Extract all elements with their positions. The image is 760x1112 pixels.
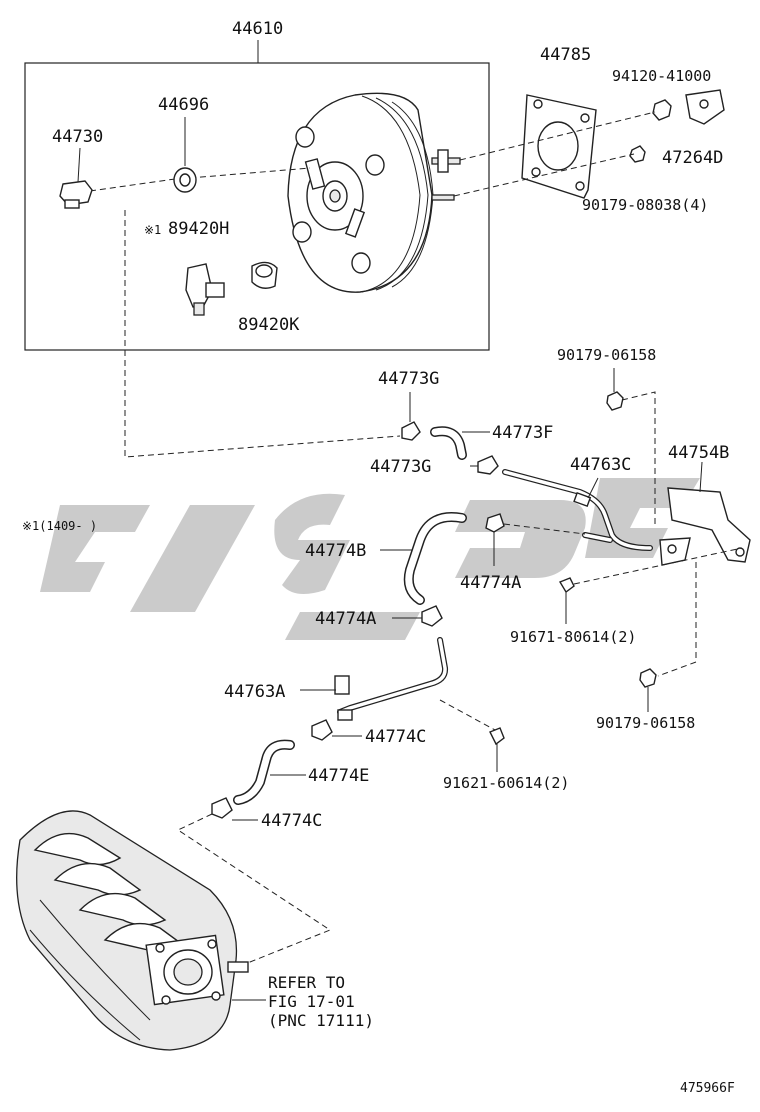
label-90179-06158-top: 90179-06158 [557, 346, 656, 364]
intake-manifold [16, 810, 249, 1051]
hose-44774E [233, 739, 295, 805]
label-44763A: 44763A [224, 682, 285, 702]
nut-90179-06158-bot [639, 668, 657, 688]
hose-44773F [430, 426, 467, 460]
label-44773F: 44773F [492, 423, 553, 443]
clamp-44773G-mid [477, 455, 499, 475]
gasket-44785 [521, 94, 597, 199]
clamp-44774C-bot [211, 797, 233, 819]
label-44774C-top: 44774C [365, 727, 426, 747]
clamp-44774A-right [485, 513, 505, 533]
nut-90179-06158-top [606, 391, 624, 411]
clamp-44774C-top [311, 719, 333, 741]
label-89420H: 89420H [168, 219, 229, 239]
pipe-44763C [502, 469, 653, 551]
label-44774B: 44774B [305, 541, 366, 561]
label-90179-06158-bot: 90179-06158 [596, 714, 695, 732]
label-44773G-mid: 44773G [370, 457, 431, 477]
bolt-91671 [558, 577, 575, 594]
label-44785: 44785 [540, 45, 591, 65]
label-94120-41000: 94120-41000 [612, 67, 711, 85]
label-44696: 44696 [158, 95, 209, 115]
brake-booster [287, 92, 461, 293]
bolt-91621 [489, 727, 505, 746]
nut-90179-08038 [629, 145, 646, 163]
label-44763C: 44763C [570, 455, 631, 475]
nut-94120 [652, 99, 672, 121]
clevis-47264D [685, 89, 725, 125]
clamp-44774A-left [421, 605, 443, 627]
pipe-44763A [334, 637, 449, 721]
label-44774E: 44774E [308, 766, 369, 786]
label-91671-80614: 91671-80614(2) [510, 628, 636, 646]
label-44610: 44610 [232, 19, 283, 39]
bracket-44754B [659, 487, 751, 566]
label-47264D: 47264D [662, 148, 723, 168]
figure-code: 475966F [680, 1081, 735, 1096]
label-44730: 44730 [52, 127, 103, 147]
assembly-box [24, 62, 490, 351]
footnote: ※1(1409- ) [22, 519, 97, 533]
label-44774A-left: 44774A [315, 609, 376, 629]
grommet-89420K [251, 261, 278, 289]
label-89420K: 89420K [238, 315, 300, 335]
check-valve-44730 [59, 180, 93, 209]
hose-44774B [403, 512, 467, 605]
grommet-44696 [173, 167, 197, 193]
clamp-44773G-top [401, 421, 421, 441]
refer-line3: (PNC 17111) [268, 1011, 374, 1030]
refer-line1: REFER TO [268, 973, 345, 992]
label-91621-60614: 91621-60614(2) [443, 774, 569, 792]
label-90179-08038: 90179-08038(4) [582, 196, 708, 214]
note-mark-89420H: ※1 [144, 223, 161, 237]
refer-line2: FIG 17-01 [268, 992, 355, 1011]
sensor-89420H [185, 263, 225, 316]
label-44754B: 44754B [668, 443, 729, 463]
label-44774A-right: 44774A [460, 573, 521, 593]
label-44774C-bot: 44774C [261, 811, 322, 831]
label-44773G-top: 44773G [378, 369, 439, 389]
